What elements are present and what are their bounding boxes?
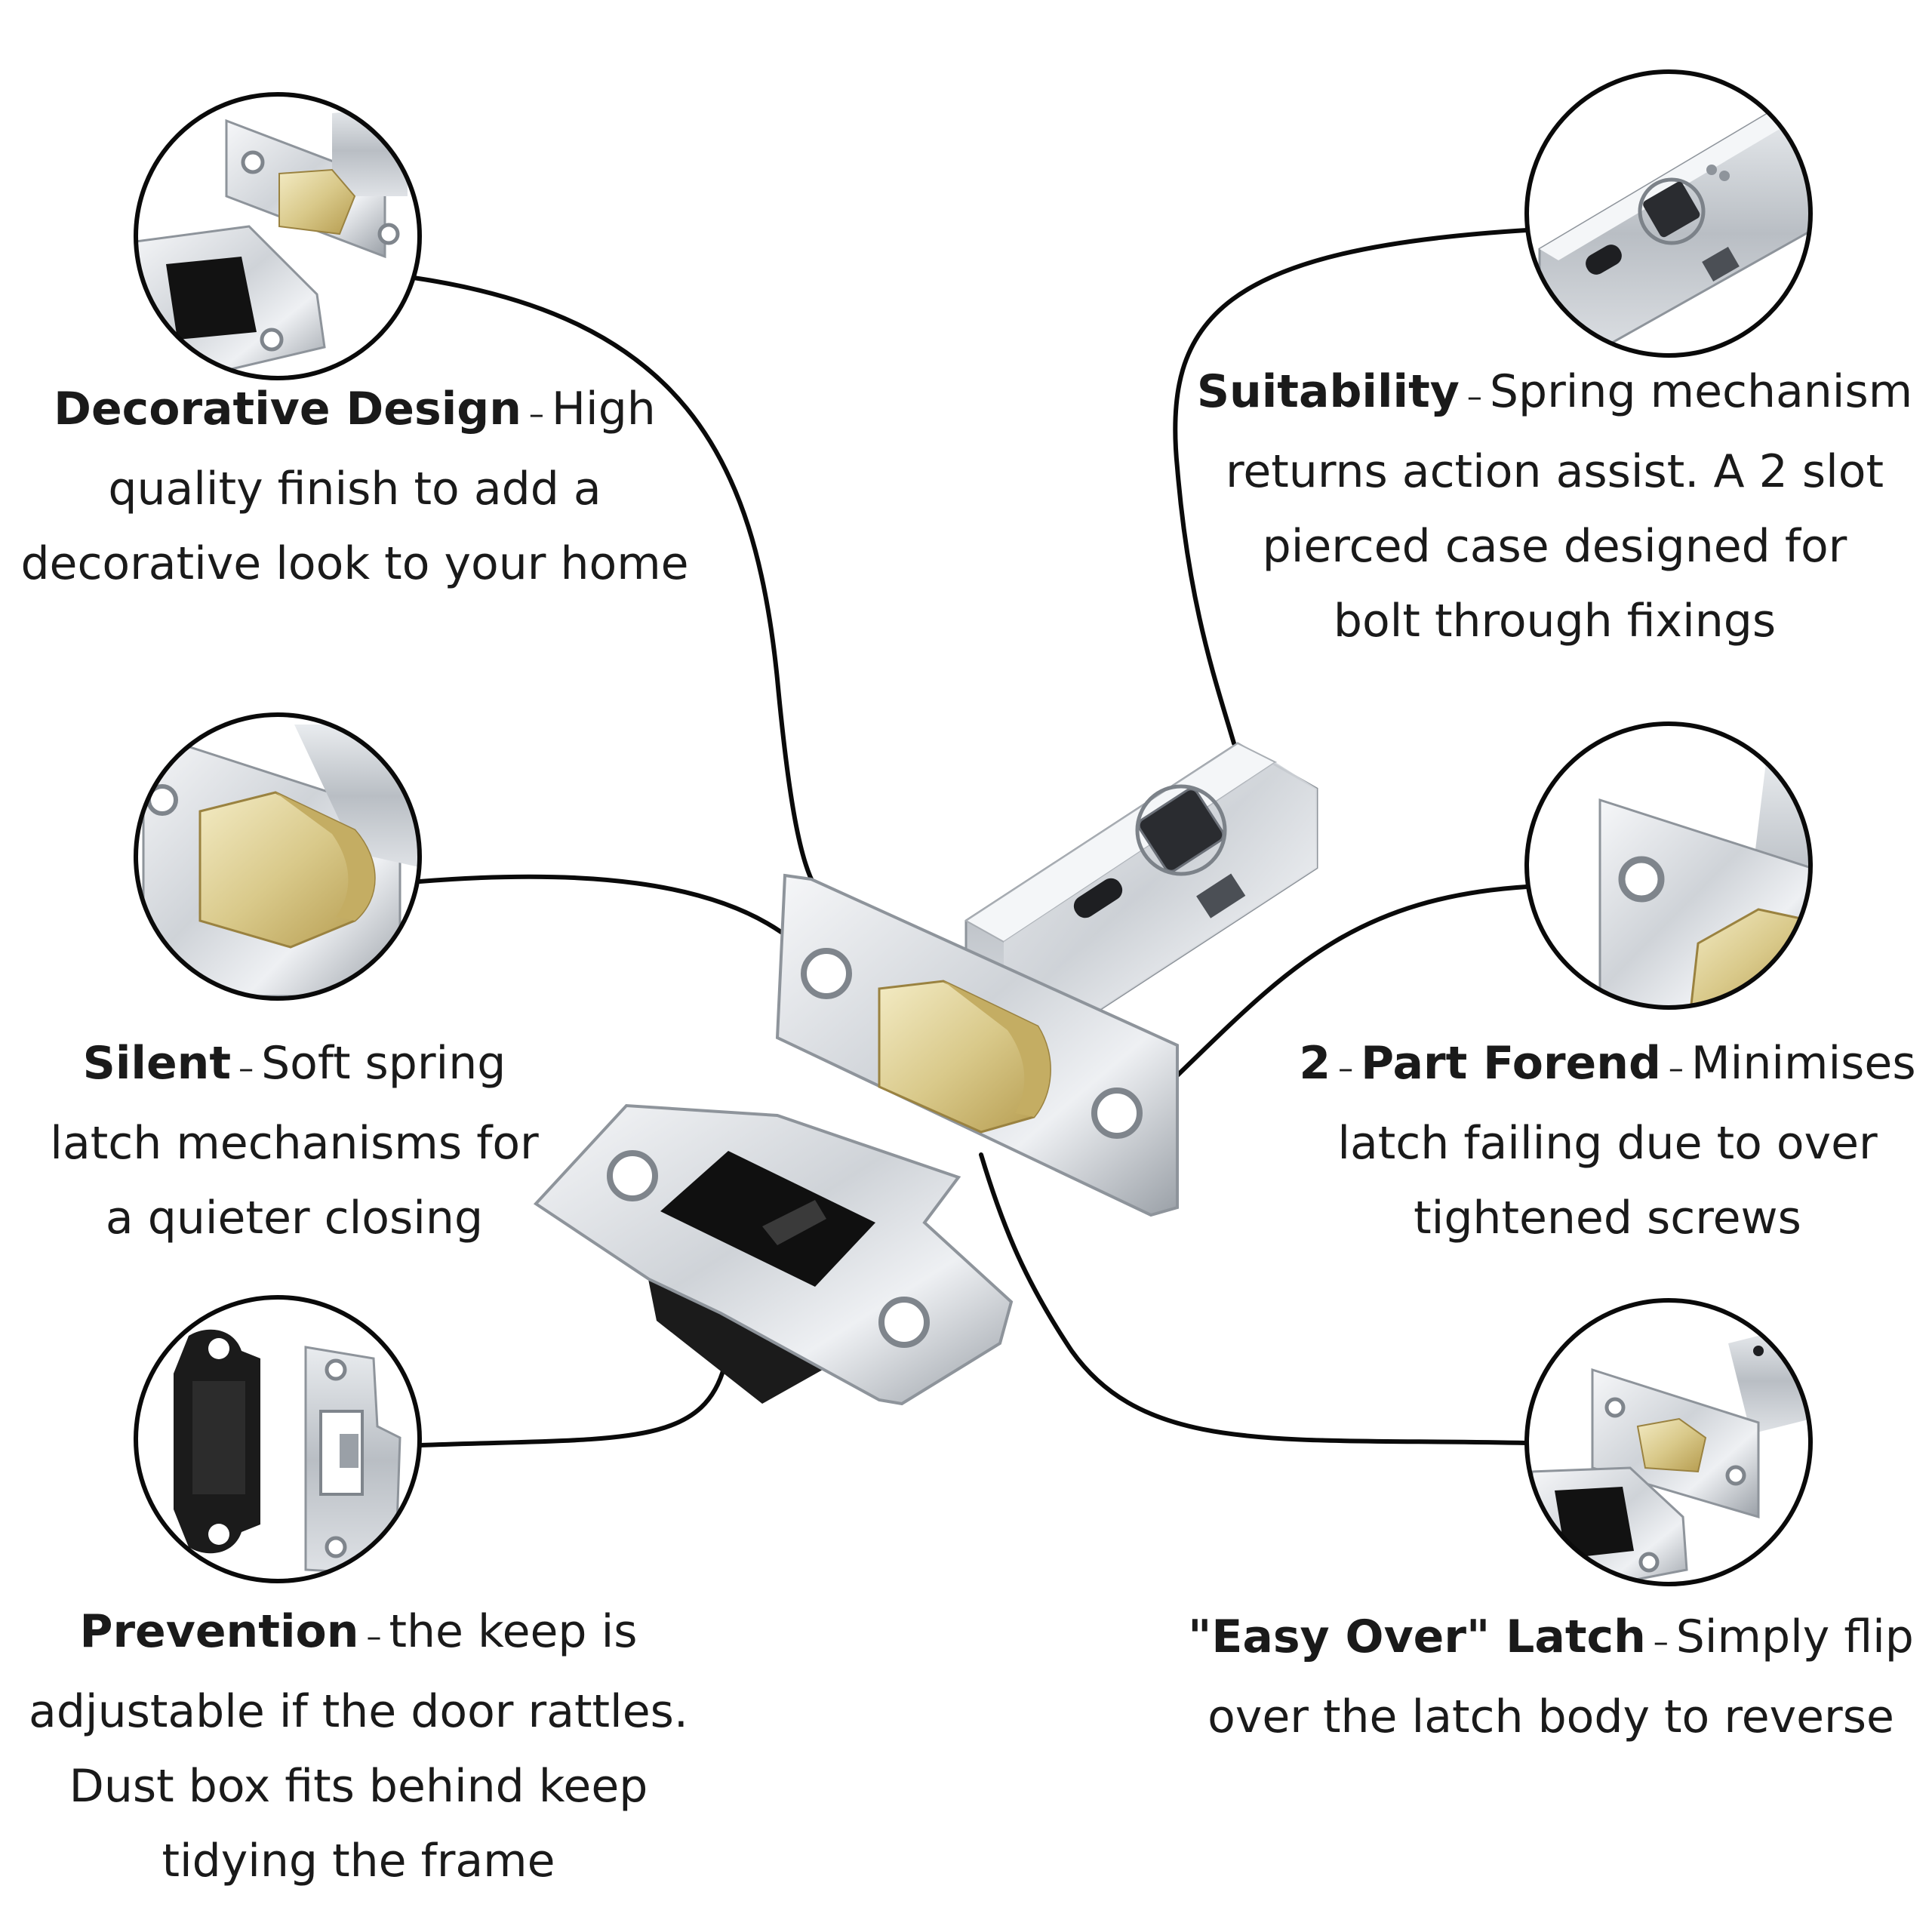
- forend-plate-detail-icon: [1524, 721, 1813, 1010]
- feature-text: adjustable if the door rattles.: [29, 1685, 688, 1738]
- feature-title: Decorative Design: [54, 383, 521, 435]
- connector-forend: [1175, 884, 1529, 1078]
- reversible-latch-detail-icon: [1524, 1298, 1813, 1586]
- feature-text: decorative look to your home: [20, 537, 689, 590]
- strike-keep-plate-icon: [533, 1103, 1014, 1406]
- feature-text: Spring mechanism: [1489, 365, 1913, 418]
- feature-text: a quieter closing: [105, 1192, 484, 1244]
- feature-prevention: Prevention–the keep is adjustable if the…: [0, 1595, 717, 1899]
- feature-title: Prevention: [79, 1605, 359, 1658]
- connector-silent: [417, 874, 783, 934]
- feature-title: "Easy Over" Latch: [1188, 1611, 1646, 1663]
- separator: –: [366, 1620, 382, 1654]
- feature-text: Dust box fits behind keep: [69, 1760, 648, 1813]
- separator: –: [238, 1051, 254, 1086]
- feature-text: tidying the frame: [162, 1835, 555, 1887]
- feature-silent: Silent–Soft spring latch mechanisms for …: [15, 1026, 574, 1256]
- feature-text: High: [551, 383, 656, 435]
- latch-case-slots-detail-icon: [1524, 69, 1813, 358]
- feature-title: Silent: [82, 1037, 232, 1090]
- feature-decorative-design: Decorative Design–High quality finish to…: [0, 372, 709, 601]
- connector-suitability: [1173, 228, 1529, 746]
- feature-text: the keep is: [389, 1605, 638, 1658]
- separator: –: [1466, 380, 1482, 414]
- feature-text: Minimises: [1690, 1037, 1916, 1090]
- feature-text: pierced case designed for: [1262, 520, 1847, 573]
- feature-text: quality finish to add a: [108, 463, 601, 515]
- feature-title: 2: [1299, 1037, 1331, 1090]
- feature-suitability: Suitability–Spring mechanism returns act…: [1177, 355, 1932, 659]
- connector-decorative: [411, 275, 817, 889]
- brass-latch-tongue-detail-icon: [134, 712, 422, 1001]
- feature-text: Soft spring: [261, 1037, 506, 1090]
- dust-box-and-keep-icon: [134, 1295, 422, 1583]
- separator: –: [528, 397, 544, 432]
- separator: –: [1338, 1051, 1354, 1086]
- feature-text: latch mechanisms for: [50, 1117, 539, 1170]
- feature-text: Simply flip: [1675, 1611, 1914, 1663]
- feature-title: Suitability: [1196, 365, 1460, 418]
- feature-text: returns action assist. A 2 slot: [1226, 445, 1884, 498]
- latch-and-keep-detail-icon: [134, 92, 422, 380]
- feature-easy-over-latch: "Easy Over" Latch–Simply flip over the l…: [1177, 1600, 1924, 1755]
- connector-prevention: [417, 1364, 727, 1447]
- feature-text: over the latch body to reverse: [1208, 1690, 1894, 1743]
- connector-easyover: [979, 1152, 1529, 1445]
- feature-two-part-forend: 2–Part Forend–Minimises latch failing du…: [1283, 1026, 1932, 1256]
- connector-lines: [411, 228, 1529, 1447]
- feature-text: bolt through fixings: [1333, 595, 1777, 648]
- tubular-latch-icon: [775, 742, 1318, 1217]
- separator: –: [1668, 1051, 1684, 1086]
- feature-text: latch failing due to over: [1337, 1117, 1878, 1170]
- feature-title: Part Forend: [1361, 1037, 1661, 1090]
- feature-text: tightened screws: [1414, 1192, 1801, 1244]
- separator: –: [1653, 1625, 1669, 1660]
